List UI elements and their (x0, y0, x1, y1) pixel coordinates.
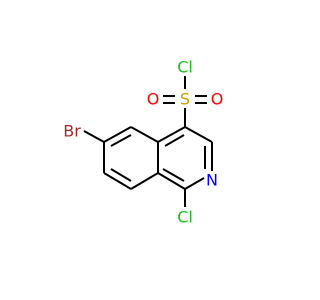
bond-c1-c8a (157, 172, 186, 190)
bond-c4a-c4-double (164, 134, 185, 147)
bond-c4-c3 (184, 126, 213, 143)
bond-c7-c8-double (110, 168, 132, 182)
atom-chlorine-bottom: Cl (177, 208, 193, 227)
structure-diagram: Cl S O O Br N Cl (63, 58, 224, 227)
atom-nitrogen: N (206, 171, 218, 190)
molecule-drawing: Cl S O O Br N Cl (63, 58, 224, 227)
bond-c4a-c4 (157, 126, 186, 143)
bond-n2-c1 (184, 177, 205, 190)
bond-c5-c6-double (110, 134, 132, 147)
bond-c5-c6 (103, 126, 132, 143)
atom-oxygen-right: O (211, 90, 224, 109)
atom-chlorine-top: Cl (177, 58, 193, 77)
atom-sulfur: S (180, 90, 190, 109)
bond-c1-c8a-double (162, 168, 185, 182)
bond-c8-c8a (130, 172, 159, 190)
atom-bromine: Br (63, 122, 81, 141)
bond-c4a-c5 (130, 126, 159, 143)
bond-c7-c8 (103, 172, 132, 190)
atom-oxygen-left: O (147, 90, 160, 109)
bond-c6-br (83, 130, 105, 143)
